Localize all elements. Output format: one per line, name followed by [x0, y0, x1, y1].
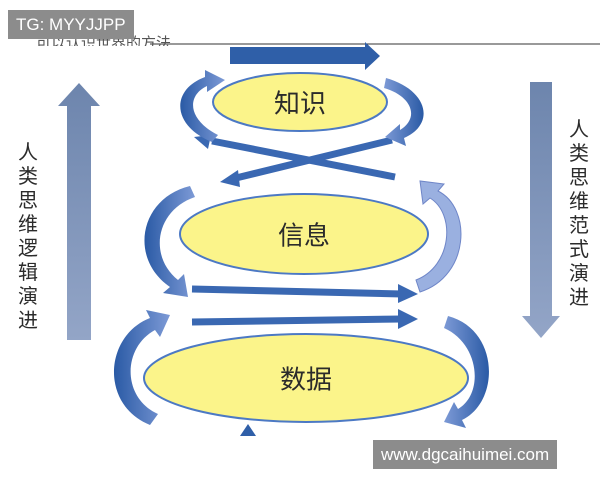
- curve-arrow-information-left: [144, 186, 195, 297]
- curve-arrow-knowledge-right: [384, 78, 424, 146]
- curve-arrow-data-left: [113, 310, 170, 425]
- watermark-top: TG: MYYJJPP: [8, 10, 134, 39]
- cross-arrow-lower-1: [191, 285, 403, 298]
- cross-arrow-upper-2-head: [220, 170, 240, 187]
- watermark-bottom: www.dgcaihuimei.com: [373, 440, 558, 469]
- ellipse-information: [179, 193, 429, 275]
- cross-arrow-lower-2: [191, 315, 403, 326]
- bottom-partial-arrow: [240, 424, 256, 436]
- cross-arrow-upper-2: [235, 136, 393, 182]
- curve-arrow-data-right: [444, 316, 489, 428]
- ellipse-data: [143, 333, 469, 423]
- label-data: 数据: [279, 365, 333, 396]
- cross-arrow-lower-1-head: [398, 284, 418, 303]
- label-knowledge: 知识: [273, 89, 327, 120]
- top-horizontal-arrow: [230, 42, 380, 70]
- ellipse-knowledge: [212, 72, 388, 132]
- left-side-label: 人类思维逻辑演进: [18, 140, 38, 332]
- right-down-arrow: [522, 82, 560, 338]
- cross-arrow-lower-2-head: [398, 309, 418, 329]
- curve-arrow-knowledge-left: [180, 70, 225, 142]
- curve-arrow-information-right: [415, 180, 462, 293]
- right-side-label: 人类思维范式演进: [569, 117, 589, 309]
- left-up-arrow: [58, 83, 100, 340]
- label-information: 信息: [277, 221, 331, 252]
